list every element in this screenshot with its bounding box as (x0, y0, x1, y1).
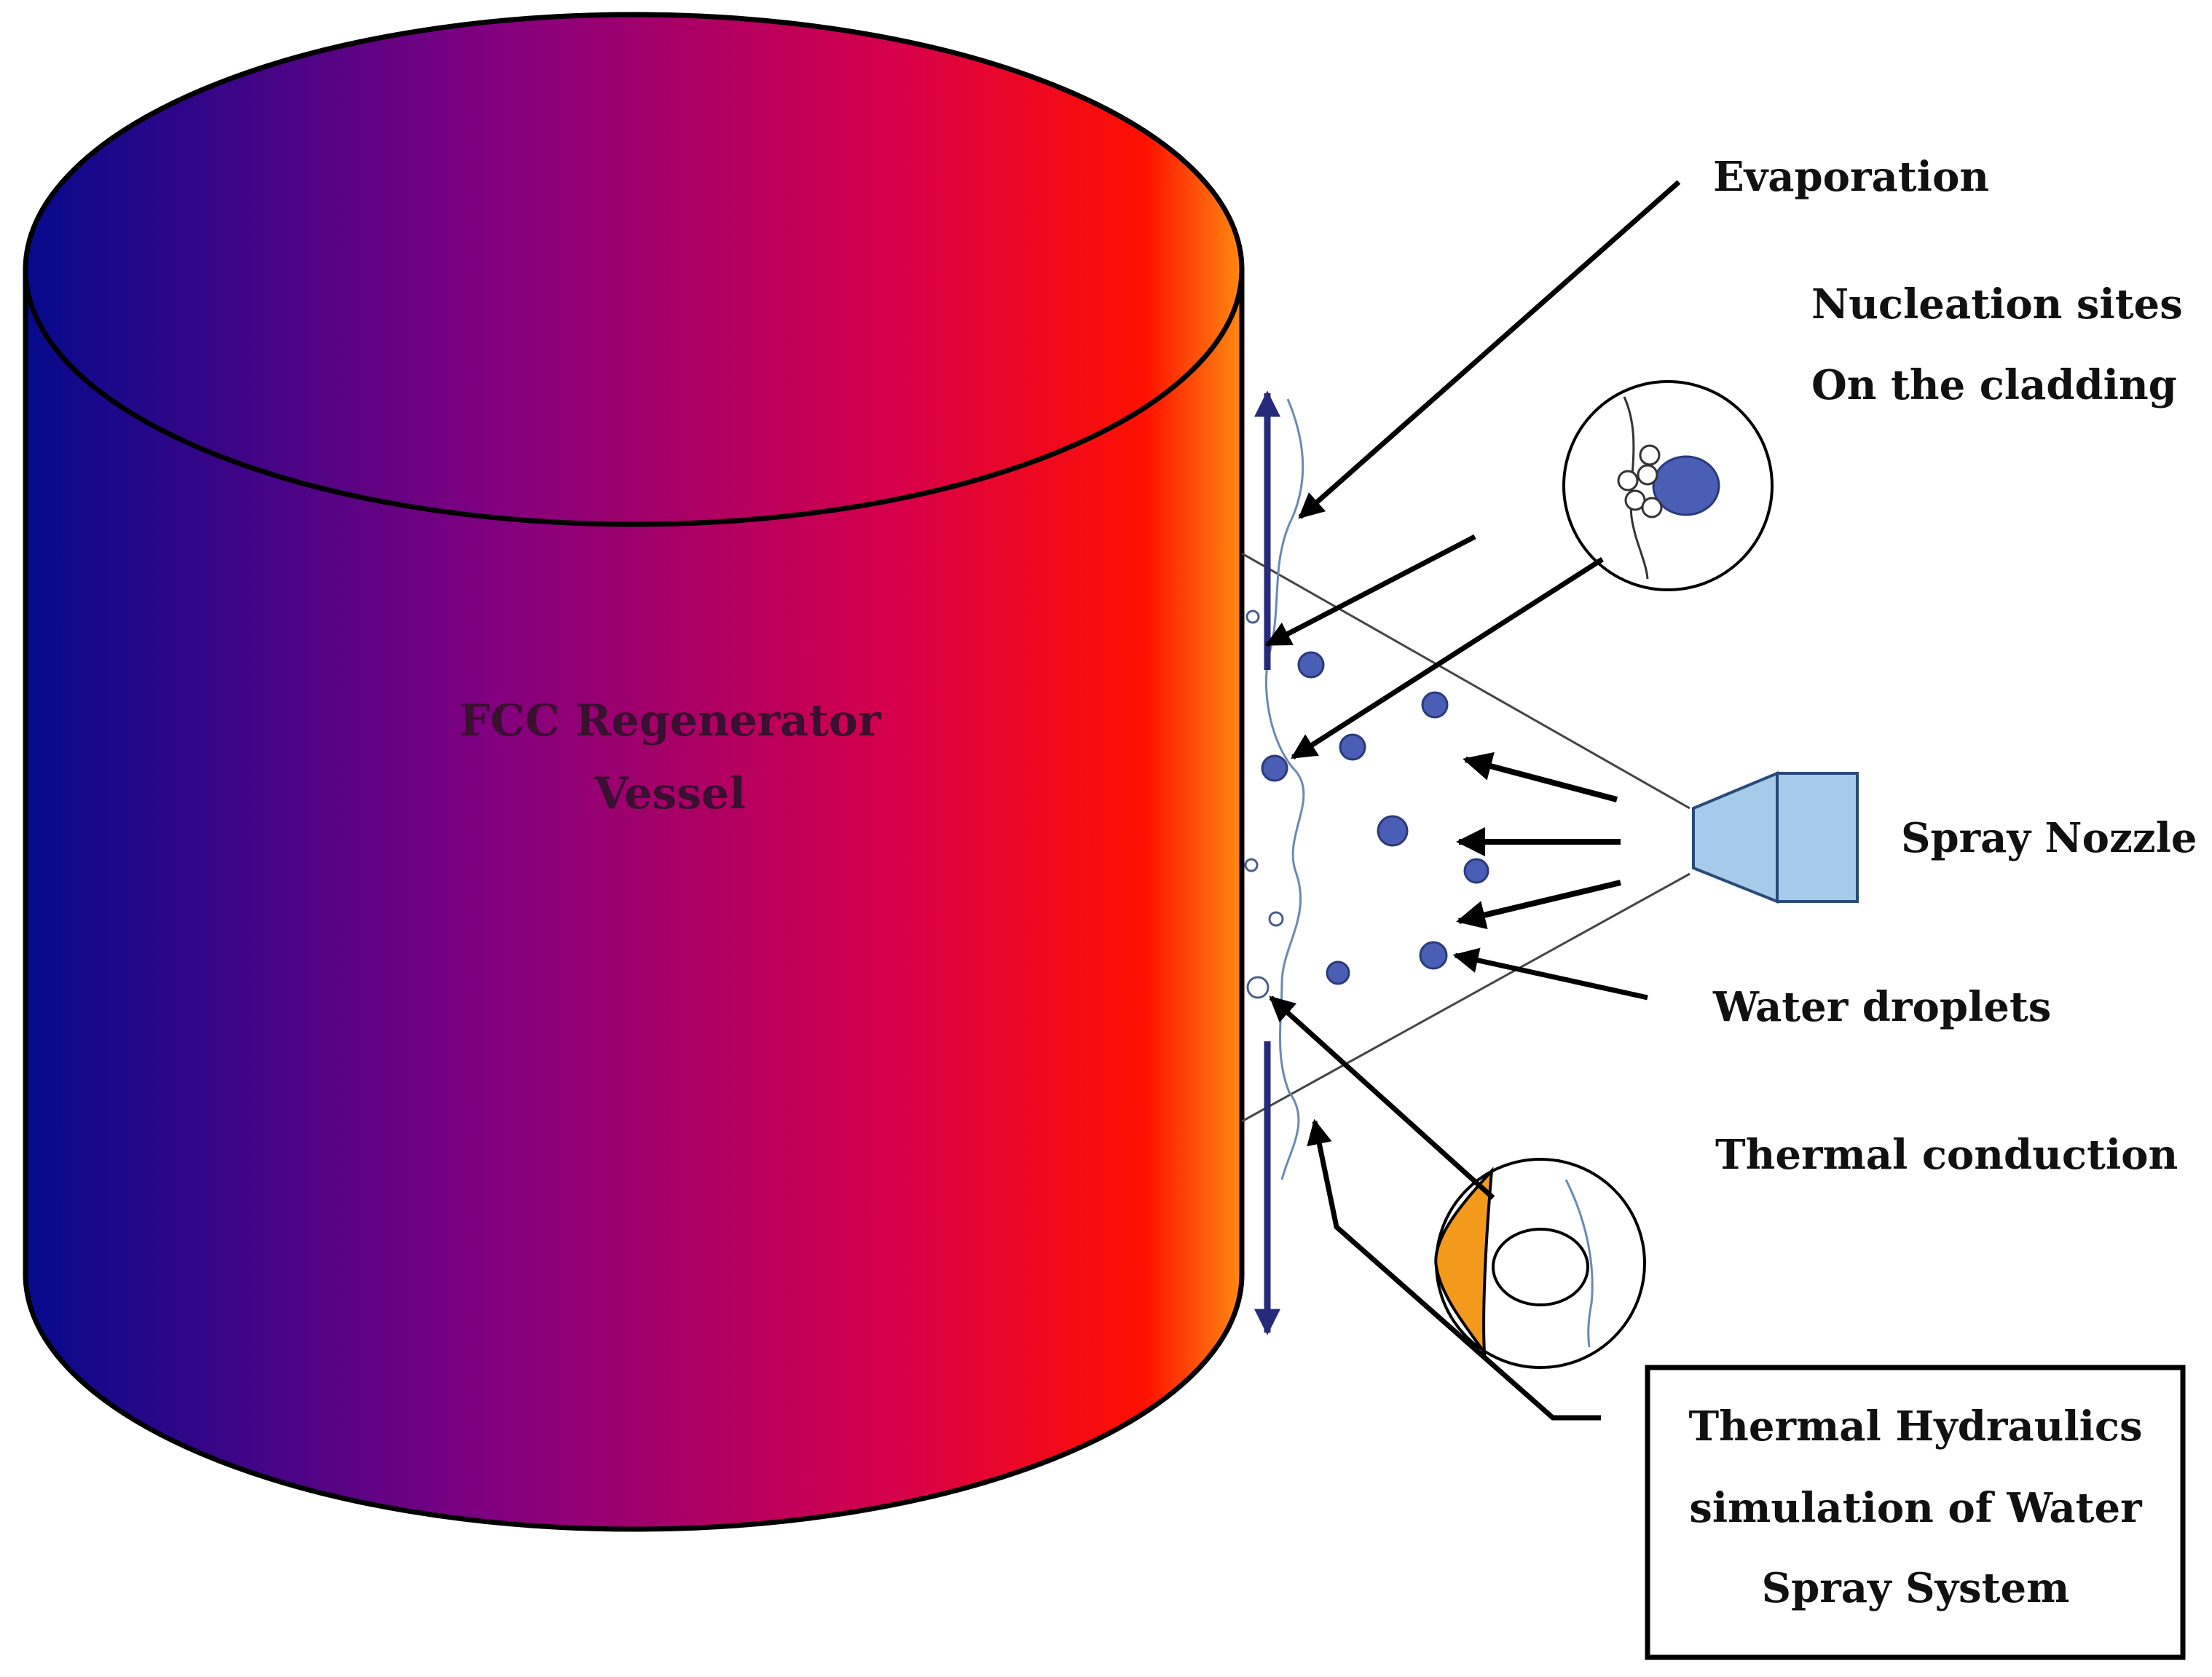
title-box-line3: Spray System (1762, 1564, 2070, 1612)
spray-nozzle (1692, 770, 1859, 904)
water-droplets-label: Water droplets (1712, 983, 2051, 1031)
vapor-bubble (1245, 609, 1260, 624)
fcc-regenerator-vessel: FCC Regenerator Vessel (23, 12, 1245, 1532)
vessel-label-line1: FCC Regenerator (460, 695, 882, 746)
thermal-conduction-label: Thermal conduction (1715, 1131, 2178, 1179)
water-droplet (1377, 815, 1409, 847)
title-box-line2: simulation of Water (1689, 1484, 2143, 1532)
water-droplet (1421, 691, 1449, 719)
nucleation-droplet (1652, 455, 1720, 516)
thermal-conduction-inset (1434, 1158, 1646, 1369)
spray-cone (1241, 552, 1691, 1123)
spray-arrow (1463, 751, 1618, 802)
nucleation-label-line2: On the cladding (1811, 361, 2177, 409)
spray-arrow (1456, 880, 1621, 930)
spray-nozzle-label: Spray Nozzle (1901, 814, 2197, 862)
water-film (1264, 398, 1305, 1180)
vapor-bubble (1268, 911, 1284, 927)
water-droplets (1261, 651, 1489, 985)
vessel-top (23, 12, 1245, 527)
nucleation-bubble (1639, 444, 1661, 466)
water-droplets-leader (1452, 947, 1648, 1001)
nucleation-leader-upper (1264, 534, 1476, 647)
nozzle-cone (1692, 770, 1779, 904)
water-droplet (1463, 858, 1489, 884)
nozzle-body (1776, 772, 1859, 903)
title-box: Thermal Hydraulics simulation of Water S… (1645, 1365, 2186, 1660)
title-box-frame (1645, 1365, 2186, 1660)
evaporation-label: Evaporation (1713, 153, 1989, 201)
nucleation-label-line1: Nucleation sites (1811, 280, 2183, 328)
nucleation-leader-lower (1291, 557, 1604, 759)
vapor-bubbles (1244, 609, 1284, 999)
water-droplet (1261, 754, 1288, 782)
conduction-heated-wall (1434, 1167, 1494, 1359)
conduction-bubble (1492, 1228, 1589, 1306)
conduction-film-curve (1564, 1179, 1594, 1348)
nucleation-bubble (1617, 470, 1639, 492)
nucleation-bubble (1641, 497, 1663, 518)
nucleation-bubble (1637, 464, 1658, 486)
title-box-line1: Thermal Hydraulics (1688, 1402, 2142, 1451)
water-droplet (1297, 651, 1325, 679)
spray-arrows (1456, 751, 1621, 930)
vessel-body (23, 267, 1245, 1532)
nucleation-inset (1562, 380, 1774, 591)
evaporation-leader (1298, 180, 1681, 519)
leader-arrows (1264, 180, 1681, 1421)
water-droplet (1419, 941, 1448, 970)
water-droplet (1326, 960, 1350, 985)
vapor-bubble (1244, 858, 1259, 872)
water-droplet (1339, 733, 1366, 761)
vapor-bubble (1246, 976, 1270, 999)
labels: Evaporation Nucleation sites On the clad… (1712, 153, 2197, 1179)
bubble-leader (1269, 995, 1495, 1200)
vessel-label-line2: Vessel (594, 768, 746, 819)
nucleation-bubbles (1617, 444, 1663, 518)
thermal-conduction-leader (1307, 1118, 1601, 1421)
